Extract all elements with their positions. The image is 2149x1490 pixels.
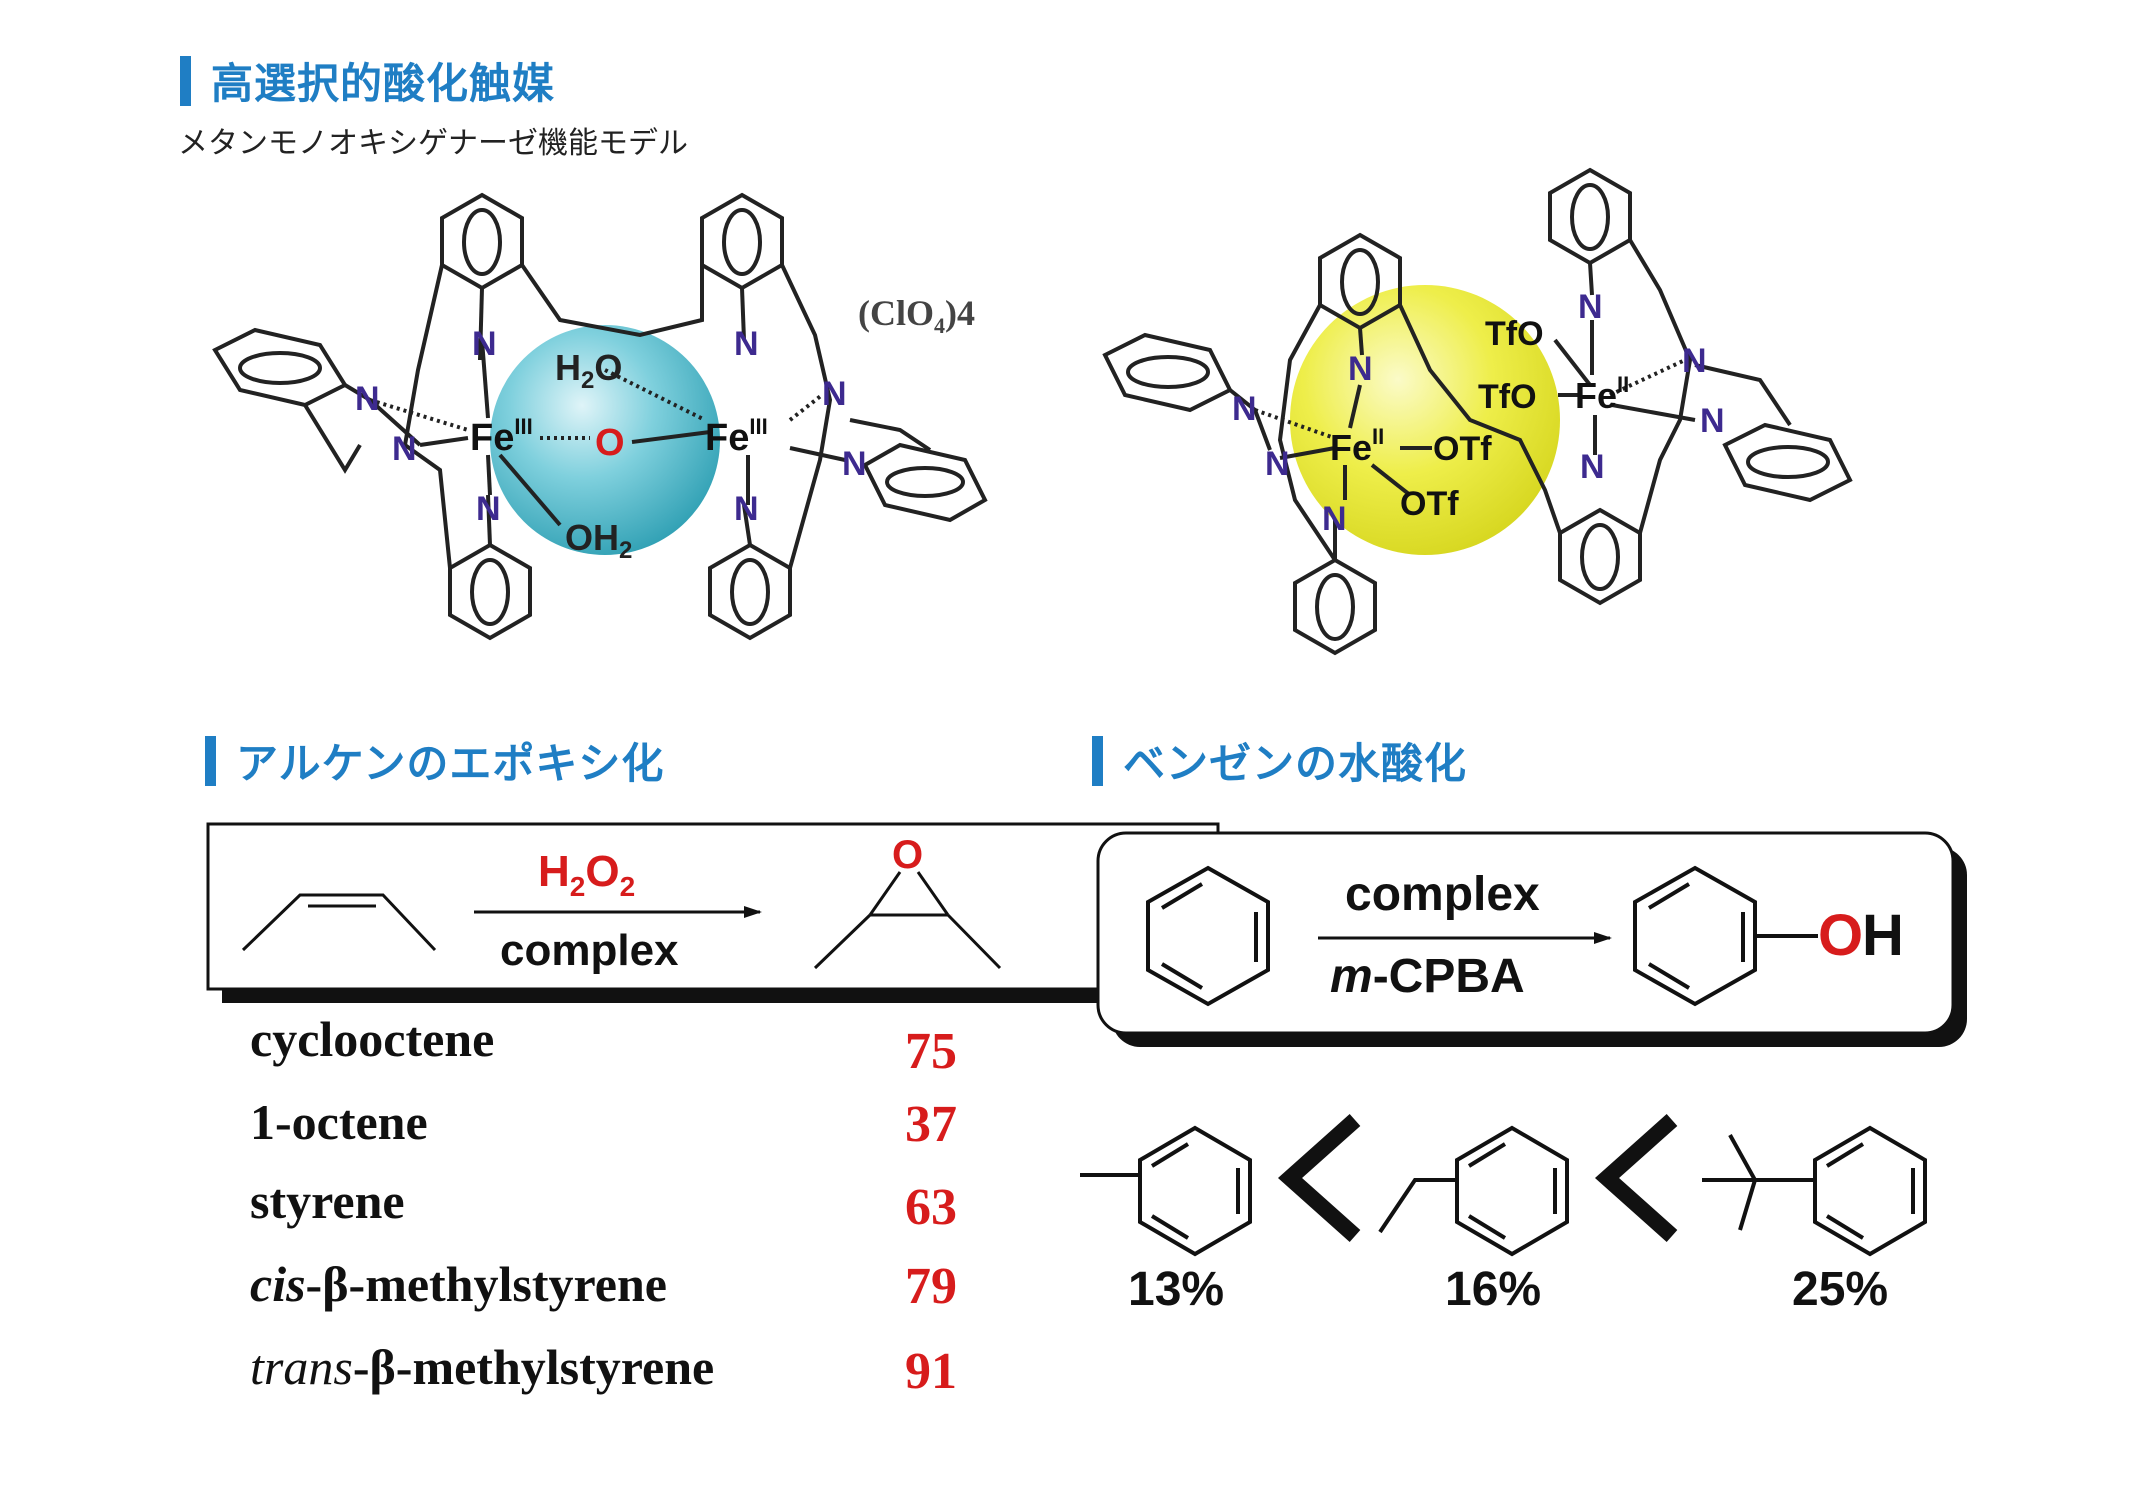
yield-value: 75 [905, 1023, 957, 1080]
n-atom: N [842, 445, 867, 483]
left-complex [212, 192, 988, 641]
pyridine-ring [1102, 332, 1233, 413]
n-atom: N [392, 430, 417, 468]
alkene-structure [241, 893, 437, 952]
fe-atom: FeIII [705, 414, 768, 459]
right-complex-labels: N N N N N N N N FeII OTf OTf FeII TfO Tf… [1232, 288, 1725, 538]
benzene-ring [1146, 865, 1270, 1007]
epoxidation-reaction-box [206, 822, 1232, 1003]
heading-bar [205, 735, 216, 786]
substrate-row: cis-β-methylstyrene [250, 1255, 667, 1313]
hydroxyl-oxygen: O [1818, 903, 1863, 968]
less-than-symbol [1594, 1114, 1678, 1242]
tfo-ligand: TfO [1485, 315, 1544, 353]
substrate-row: cyclooctene [250, 1010, 494, 1068]
reagent-mcpba: m-CPBA [1330, 950, 1525, 1003]
blue-sphere [490, 325, 720, 555]
n-atom: N [476, 490, 501, 528]
substrate-row: trans-β-methylstyrene [250, 1338, 714, 1396]
fe-atom: FeIII [470, 414, 533, 459]
pyridine-ring [1318, 232, 1402, 331]
substrate-name: cyclooctene [250, 1011, 495, 1067]
heading-bar [1092, 735, 1103, 786]
yellow-sphere [1290, 285, 1560, 555]
reagent-complex: complex [1345, 868, 1540, 921]
pyridine-ring [440, 192, 524, 291]
tfo-ligand: TfO [1478, 378, 1537, 416]
pyridine-ring [448, 542, 532, 641]
n-atom: N [1700, 402, 1725, 440]
hydroxylation-title: ベンゼンの水酸化 [1123, 740, 1468, 787]
hydroxyl-hydrogen: H [1862, 903, 1904, 968]
fe-atom: FeII [1575, 372, 1629, 416]
pyridine-ring [212, 327, 348, 408]
heading-bar [180, 55, 191, 106]
n-atom: N [355, 380, 380, 418]
yield-value: 37 [905, 1096, 957, 1153]
epoxidation-heading: アルケンのエポキシ化 [205, 730, 664, 791]
substrate-prefix: cis [250, 1256, 306, 1312]
page-subtitle: メタンモノオキシゲナーゼ機能モデル [178, 127, 688, 160]
left-complex-labels: N N N N N N N N FeIII FeIII O H2O OH2 (C… [355, 293, 975, 564]
yield-value: 63 [905, 1179, 957, 1236]
pyridine-ring [862, 442, 988, 523]
pyridine-ring [1293, 557, 1377, 656]
n-atom: N [1232, 390, 1257, 428]
epoxide-oxygen: O [892, 833, 923, 877]
hydroxylation-reaction-box [1096, 831, 1967, 1047]
pyridine-ring [1558, 507, 1642, 606]
water-ligand: H2O [555, 347, 622, 394]
reagent-complex: complex [500, 926, 679, 975]
n-atom: N [822, 375, 847, 413]
epoxide-structure [813, 871, 1002, 970]
pyridine-ring [708, 542, 792, 641]
right-complex [1102, 167, 1853, 656]
ethylbenzene-structure [1378, 1125, 1569, 1257]
pyridine-ring [1548, 167, 1632, 266]
substrate-name: styrene [250, 1173, 405, 1229]
water-ligand: OH2 [565, 517, 632, 564]
less-than-symbol [1277, 1114, 1361, 1242]
substrate-name: 1-octene [250, 1094, 428, 1150]
title-heading: 高選択的酸化触媒 [180, 50, 555, 111]
yield-percent: 16% [1445, 1263, 1542, 1316]
substrate-row: styrene [250, 1172, 405, 1230]
bridge-oxygen: O [595, 422, 625, 464]
n-atom: N [734, 490, 759, 528]
n-atom: N [1322, 500, 1347, 538]
epoxidation-title: アルケンのエポキシ化 [236, 740, 665, 787]
hydroxylation-heading: ベンゼンの水酸化 [1092, 730, 1467, 791]
page-title: 高選択的酸化触媒 [211, 60, 556, 107]
fe-atom: FeII [1330, 424, 1384, 468]
pyridine-ring [1722, 422, 1853, 503]
phenol-ring [1633, 865, 1818, 1007]
reagent-h2o2: H2O2 [538, 847, 635, 902]
yield-value: 79 [905, 1258, 957, 1315]
yield-percent: 25% [1792, 1263, 1889, 1316]
otf-ligand: OTf [1433, 430, 1492, 468]
n-atom: N [1265, 445, 1290, 483]
n-atom: N [472, 325, 497, 363]
pyridine-ring [700, 192, 784, 291]
yield-percent: 13% [1128, 1263, 1225, 1316]
yield-value: 91 [905, 1343, 957, 1400]
otf-ligand: OTf [1400, 485, 1459, 523]
n-atom: N [1580, 448, 1605, 486]
n-atom: N [1578, 288, 1603, 326]
counterion: (ClO4)4 [858, 293, 975, 338]
substrate-name: -β-methylstyrene [305, 1256, 667, 1312]
n-atom: N [734, 325, 759, 363]
tert-butylbenzene-structure [1702, 1125, 1927, 1257]
substrate-name: -β-methylstyrene [352, 1339, 715, 1395]
toluene-structure [1080, 1125, 1252, 1257]
n-atom: N [1682, 342, 1707, 380]
n-atom: N [1348, 350, 1373, 388]
substrate-prefix: trans [250, 1339, 353, 1395]
substrate-row: 1-octene [250, 1093, 428, 1151]
